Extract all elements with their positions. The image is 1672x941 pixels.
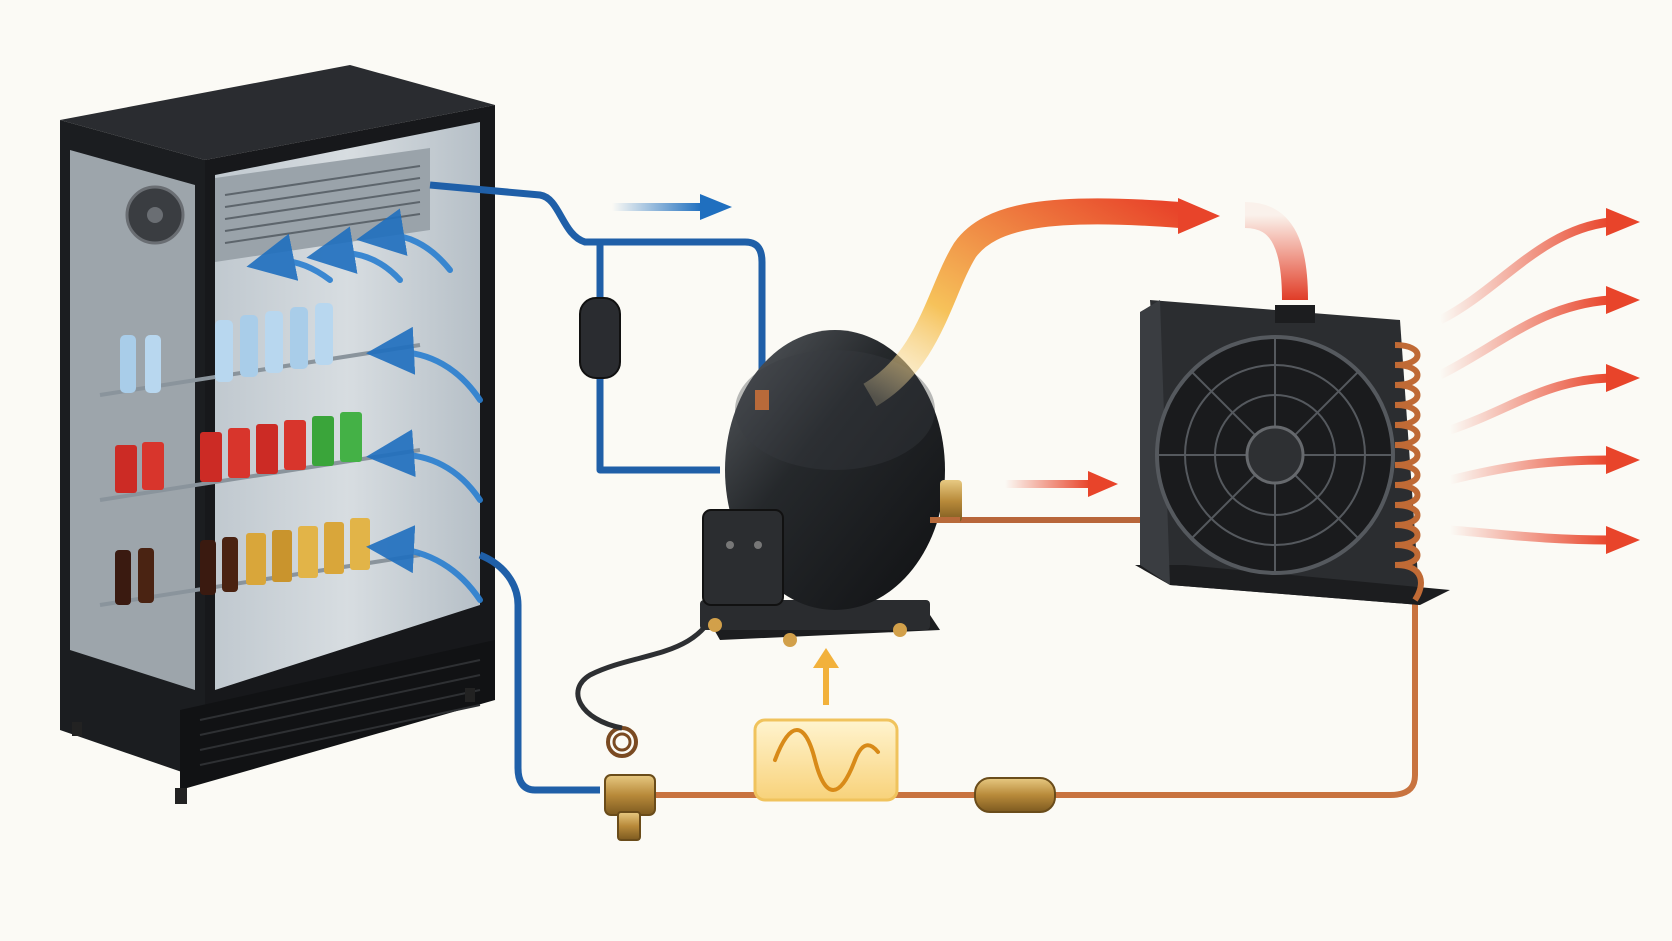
discharge-flow-arrow — [1005, 471, 1118, 497]
suction-line — [429, 181, 766, 398]
discharge-to-condenser-line — [935, 517, 1166, 535]
sine-wave-icon — [773, 728, 880, 792]
filter-drier — [579, 297, 621, 379]
suction-flow-arrow — [612, 194, 732, 220]
heat-rejection-arrows — [1437, 217, 1611, 545]
liquid-drier — [974, 777, 1056, 813]
compressor-terminal-box — [702, 509, 784, 606]
liquid-line — [650, 600, 1418, 798]
condenser-inlet-arrow — [1244, 202, 1308, 301]
water-bottles — [120, 303, 333, 393]
bottles-and-cans — [115, 518, 370, 605]
evaporator-feed-line — [478, 551, 600, 794]
discharge-valve — [940, 480, 962, 522]
display-cooler — [60, 65, 495, 804]
condenser-coils — [1394, 342, 1424, 602]
cooler-top — [60, 65, 495, 160]
power-arrow-head — [813, 648, 839, 668]
compressor-suction-port — [755, 390, 769, 410]
cooler-side-glass — [70, 150, 195, 690]
compressor — [700, 330, 962, 647]
expansion-valve — [604, 726, 656, 841]
condenser — [1135, 300, 1450, 605]
soda-cans — [115, 412, 362, 493]
hot-gas-flow-arrow — [863, 198, 1220, 407]
cold-air-arrows — [246, 208, 483, 603]
sensing-cable — [575, 599, 723, 731]
power-module — [753, 648, 899, 802]
